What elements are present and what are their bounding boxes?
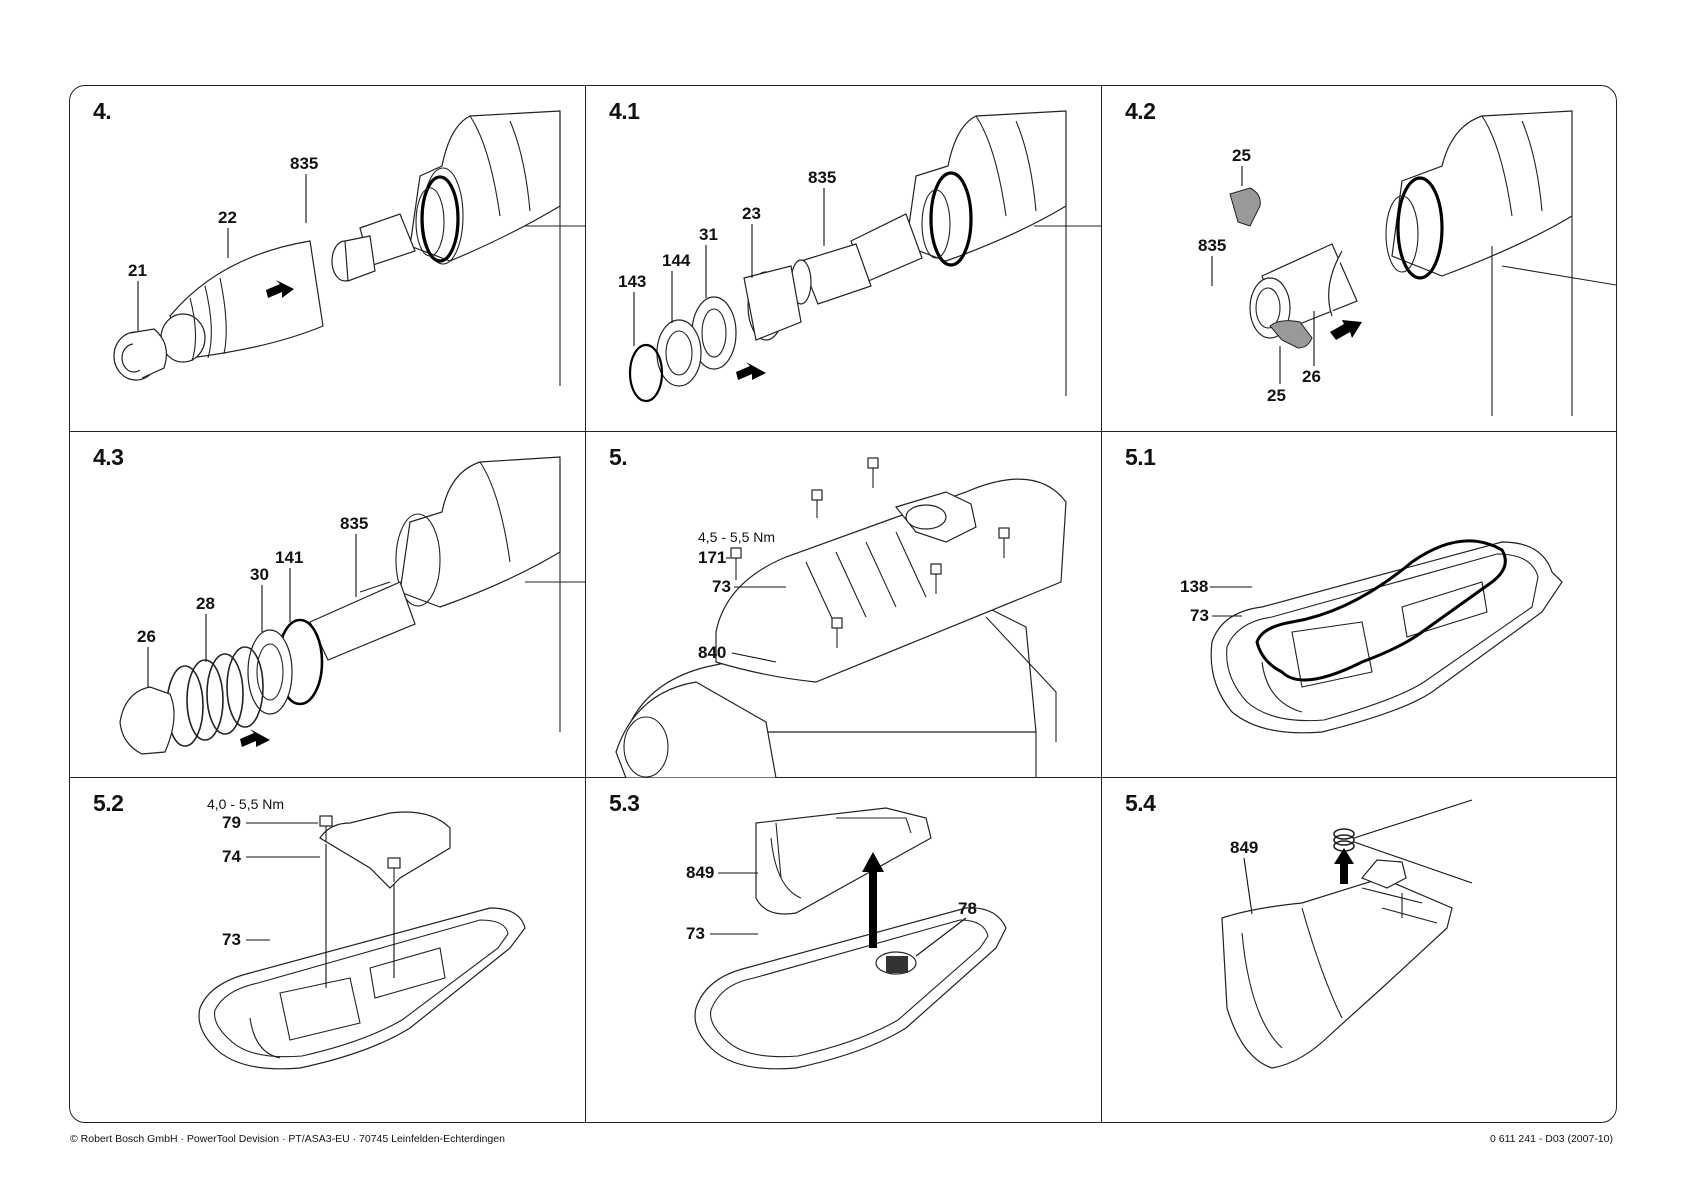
callout-78: 78 (958, 899, 977, 918)
panel-5-1: 5.1 138 73 (1102, 432, 1617, 778)
callout-25-bottom: 25 (1267, 386, 1286, 405)
callout-21: 21 (128, 261, 147, 280)
illustration-switch-plate: 4,0 - 5,5 Nm 79 74 73 (70, 778, 586, 1123)
callout-138: 138 (1180, 577, 1208, 596)
illustration-housing-cover: 4,5 - 5,5 Nm 171 73 840 (586, 432, 1102, 778)
copyright-footer: © Robert Bosch GmbH · PowerTool Devision… (70, 1133, 505, 1145)
panel-5-3: 5.3 849 73 78 (586, 778, 1102, 1123)
panel-5-2: 5.2 4,0 - 5,5 Nm 79 74 73 (70, 778, 586, 1123)
illustration-gasket: 138 73 (1102, 432, 1617, 778)
torque-spec: 4,5 - 5,5 Nm (698, 529, 775, 545)
callout-835: 835 (290, 154, 318, 173)
callout-30: 30 (250, 565, 269, 584)
callout-79: 79 (222, 813, 241, 832)
panel-4-2: 4.2 25 835 26 25 (1102, 86, 1617, 432)
callout-73: 73 (1190, 606, 1209, 625)
callout-73: 73 (686, 924, 705, 943)
callout-143: 143 (618, 272, 646, 291)
illustration-locking-balls: 25 835 26 25 (1102, 86, 1617, 432)
callout-23: 23 (742, 204, 761, 223)
callout-26: 26 (1302, 367, 1321, 386)
callout-73: 73 (712, 577, 731, 596)
torque-spec: 4,0 - 5,5 Nm (207, 796, 284, 812)
illustration-sleeve-removal: 835 23 31 144 143 (586, 86, 1102, 432)
callout-28: 28 (196, 594, 215, 613)
callout-171: 171 (698, 548, 726, 567)
illustration-spring-frame: 849 (1102, 778, 1617, 1123)
document-number: 0 611 241 - D03 (2007-10) (1490, 1133, 1613, 1145)
callout-835: 835 (808, 168, 836, 187)
callout-26: 26 (137, 627, 156, 646)
panel-5: 5. 4,5 - 5,5 Nm 1 (586, 432, 1102, 778)
panel-5-4: 5.4 849 (1102, 778, 1617, 1123)
callout-25-top: 25 (1232, 146, 1251, 165)
callout-849: 849 (1230, 838, 1258, 857)
callout-144: 144 (662, 251, 691, 270)
callout-835: 835 (1198, 236, 1226, 255)
illustration-chuck-removal: 835 22 21 (70, 86, 586, 432)
panel-4-1: 4.1 835 23 31 (586, 86, 1102, 432)
callout-849: 849 (686, 863, 714, 882)
callout-74: 74 (222, 847, 241, 866)
callout-31: 31 (699, 225, 718, 244)
diagram-sheet: 4. 835 22 (69, 85, 1617, 1123)
callout-22: 22 (218, 208, 237, 227)
callout-73: 73 (222, 930, 241, 949)
panel-4: 4. 835 22 (70, 86, 586, 432)
illustration-spring-removal: 835 141 30 28 26 (70, 432, 586, 778)
illustration-frame-removal: 849 73 78 (586, 778, 1102, 1123)
callout-141: 141 (275, 548, 303, 567)
panel-4-3: 4.3 835 141 30 28 (70, 432, 586, 778)
callout-840: 840 (698, 643, 726, 662)
callout-835: 835 (340, 514, 368, 533)
